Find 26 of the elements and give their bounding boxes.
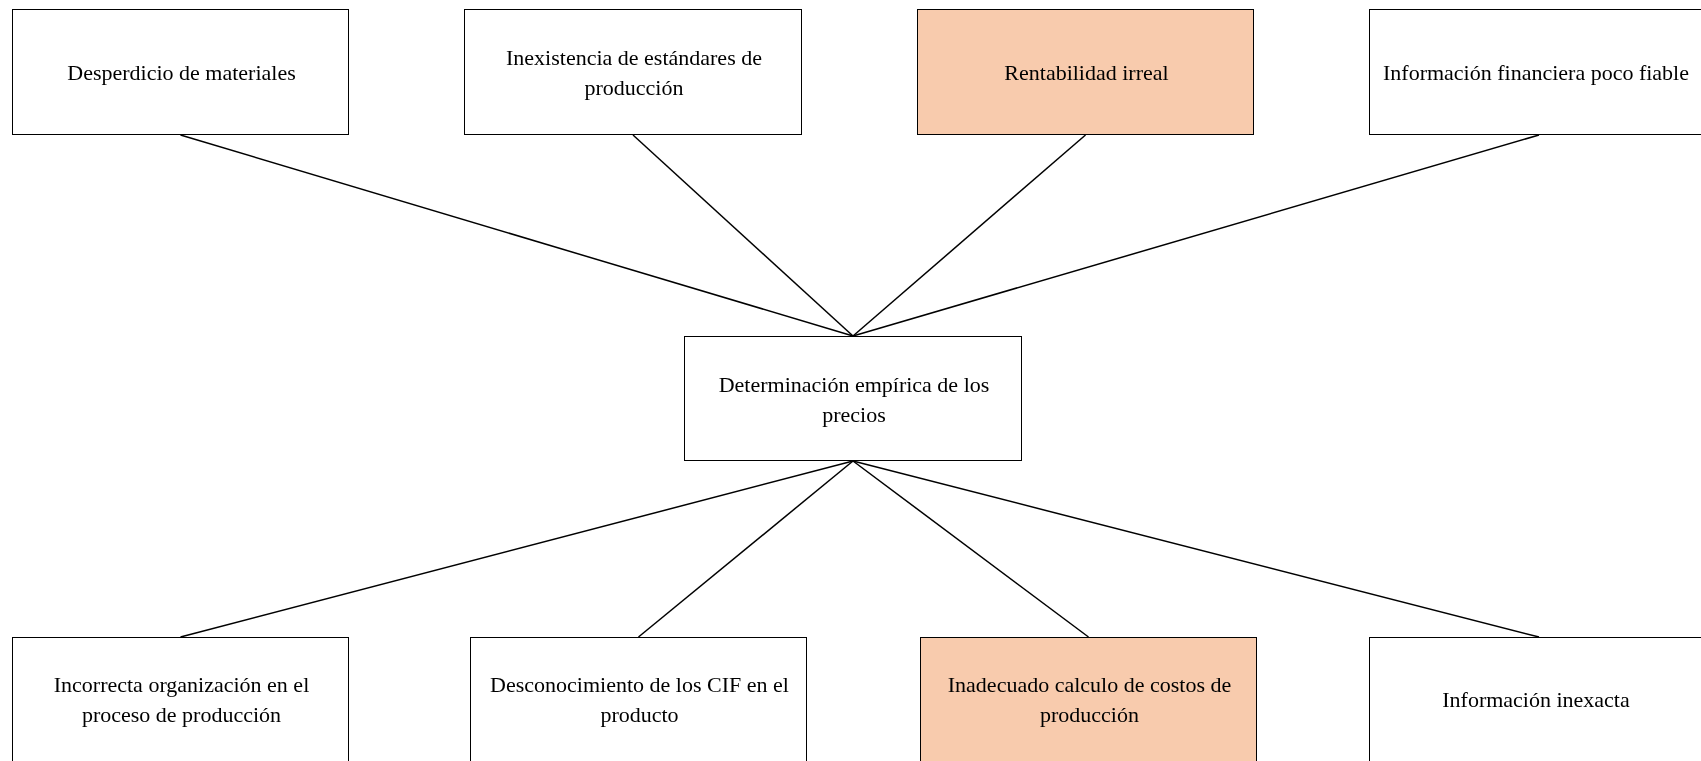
cause-effect-box bbox=[917, 9, 1254, 135]
cause-effect-box bbox=[1369, 637, 1701, 761]
connector-line bbox=[637, 460, 854, 638]
box-text: Desconocimiento de los CIF en el producto bbox=[489, 671, 790, 729]
connector-line bbox=[179, 460, 854, 638]
connector-line bbox=[632, 134, 854, 337]
connector-line bbox=[179, 134, 854, 337]
box-text: Desperdicio de materiales bbox=[67, 59, 296, 87]
cause-effect-box bbox=[1369, 9, 1701, 135]
connector-line bbox=[852, 460, 1540, 638]
cause-effect-box bbox=[920, 637, 1257, 761]
cause-effect-box bbox=[470, 637, 807, 761]
cause-effect-box bbox=[12, 9, 349, 135]
cause-effect-box bbox=[464, 9, 802, 135]
connector-line bbox=[852, 460, 1090, 638]
box-text: Inexistencia de estándares de producción bbox=[505, 44, 763, 102]
cause-effect-box bbox=[684, 336, 1022, 461]
box-text: Inadecuado calculo de costos de producción bbox=[946, 671, 1233, 729]
box-text: Información inexacta bbox=[1442, 686, 1630, 714]
box-text: Incorrecta organización en el proceso de producción bbox=[52, 671, 311, 729]
connector-line bbox=[852, 134, 1087, 337]
box-text: Información financiera poco fiable bbox=[1383, 59, 1689, 87]
box-text: Determinación empírica de los precios bbox=[717, 370, 991, 429]
box-text: Rentabilidad irreal bbox=[1004, 59, 1169, 87]
connector-line bbox=[852, 134, 1540, 337]
cause-effect-box bbox=[12, 637, 349, 761]
